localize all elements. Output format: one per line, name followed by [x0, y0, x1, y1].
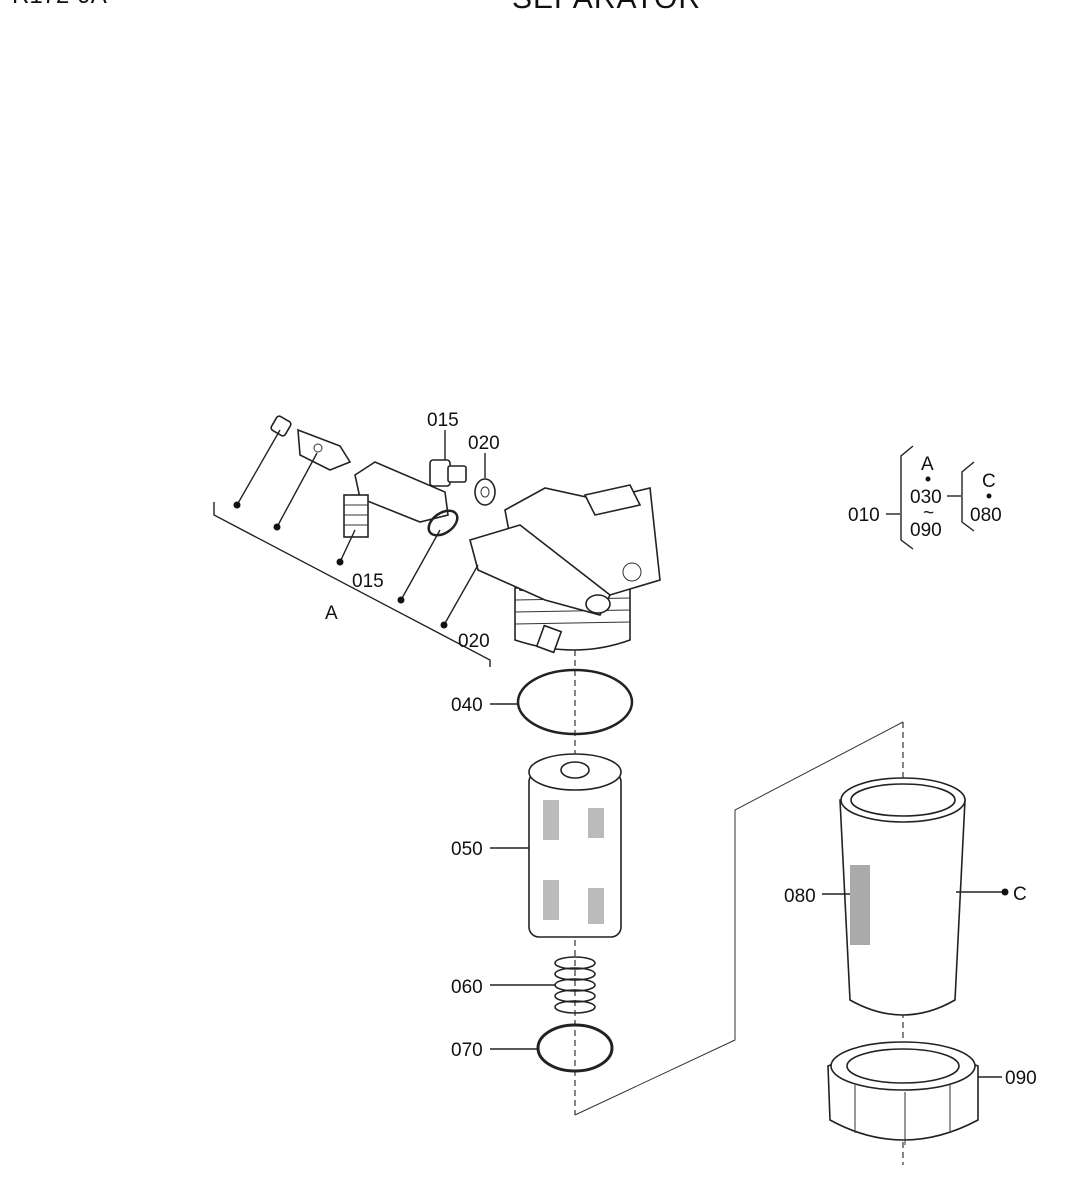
- callout-060: 060: [451, 977, 483, 998]
- element-050-part: [490, 753, 622, 938]
- legend-root: 010: [848, 505, 880, 526]
- nut-090-part: [827, 1041, 1002, 1145]
- legend-range-sep: ~: [923, 503, 934, 524]
- connector-line: [574, 721, 904, 1116]
- callout-015-mid: 015: [352, 571, 384, 592]
- filter-head-part: [440, 484, 661, 654]
- model-code: R172-9A: [12, 0, 107, 10]
- oring-070-part: [490, 1023, 614, 1073]
- fitting-015-part: [429, 430, 467, 487]
- callout-080: 080: [784, 886, 816, 907]
- legend-c-item: 080: [970, 505, 1002, 526]
- legend-a-label: A: [921, 454, 934, 475]
- callout-group-a: A: [325, 603, 338, 624]
- callout-070: 070: [451, 1040, 483, 1061]
- oring-040-part: [490, 668, 634, 736]
- assembly-legend: 010 A 030 ~ 090 C 080: [848, 445, 1002, 550]
- callout-090: 090: [1005, 1068, 1037, 1089]
- legend-c-label: C: [982, 471, 996, 492]
- callout-ref-c: C: [1013, 884, 1027, 905]
- washer-020-part: [474, 453, 496, 506]
- screw-part: [233, 415, 292, 509]
- callout-020-top: 020: [468, 433, 500, 454]
- callout-020-low: 020: [458, 631, 490, 652]
- callout-015-top: 015: [427, 410, 459, 431]
- legend-range-end: 090: [910, 520, 942, 541]
- plate-part: [273, 428, 352, 531]
- page-title: SEPARATOR: [512, 0, 701, 16]
- bowl-080-part: [822, 777, 1009, 1016]
- priming-pump-part: [336, 461, 449, 566]
- callout-050: 050: [451, 839, 483, 860]
- callout-040: 040: [451, 695, 483, 716]
- small-oring-part: [397, 509, 459, 604]
- legend-range-start: 030: [910, 487, 942, 508]
- spring-060-part: [490, 956, 596, 1014]
- group-a-bracket: [213, 502, 491, 667]
